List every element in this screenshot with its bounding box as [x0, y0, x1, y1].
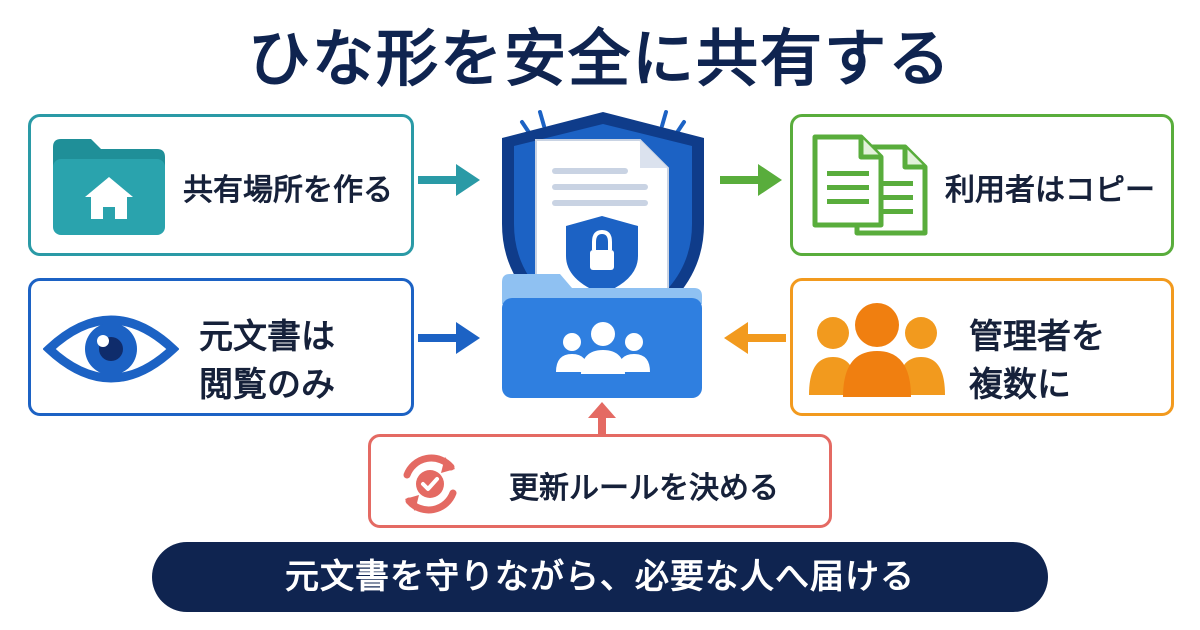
eye-icon: [43, 315, 179, 383]
shield-document-folder-icon: [502, 110, 704, 398]
step-view-only-label-1: 元文書は: [199, 317, 335, 357]
step-multiple-admins-label-1: 管理者を: [969, 317, 1105, 357]
page-title: ひな形を安全に共有する: [247, 22, 952, 95]
step-create-location-label: 共有場所を作る: [183, 173, 393, 208]
step-view-only: 元文書は 閲覧のみ: [28, 278, 414, 416]
step-multiple-admins: 管理者を 複数に: [790, 278, 1174, 416]
step-update-rules: 更新ルールを決める: [368, 434, 832, 528]
summary-banner: 元文書を守りながら、必要な人へ届ける: [152, 542, 1048, 612]
step-view-only-label-2: 閲覧のみ: [199, 365, 335, 405]
folder-home-icon: [53, 139, 165, 235]
arrow-rules-to-center: [588, 402, 616, 436]
step-user-copies-label: 利用者はコピー: [945, 173, 1155, 208]
step-create-location: 共有場所を作る: [28, 114, 414, 256]
step-user-copies: 利用者はコピー: [790, 114, 1174, 256]
arrow-view-to-center: [418, 322, 480, 354]
documents-copy-icon: [812, 134, 928, 236]
step-multiple-admins-label-2: 複数に: [969, 365, 1071, 405]
arrow-create-to-center: [418, 164, 480, 196]
arrow-admins-to-center: [724, 322, 786, 354]
refresh-check-icon: [403, 454, 457, 514]
people-group-icon: [809, 303, 945, 397]
step-update-rules-label: 更新ルールを決める: [509, 471, 779, 506]
arrow-center-to-copies: [720, 164, 782, 196]
